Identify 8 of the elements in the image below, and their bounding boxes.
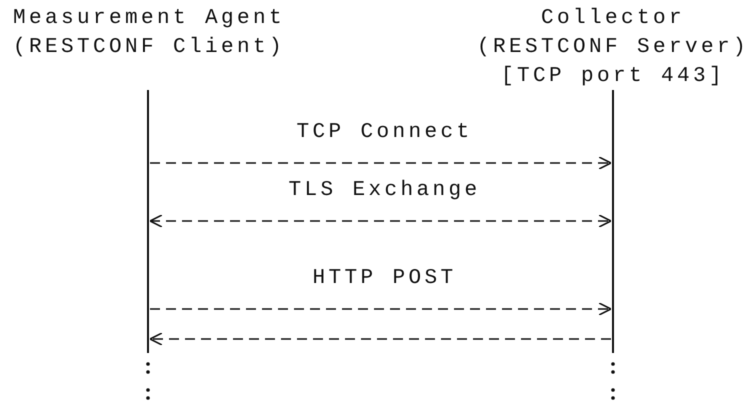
message-arrow [149, 214, 612, 228]
message-arrow [150, 302, 612, 316]
message-arrow [150, 156, 612, 170]
lifeline [147, 90, 149, 353]
message-arrow [149, 332, 611, 346]
participant-label: Collector (RESTCONF Server) [TCP port 443] [472, 4, 745, 91]
lifeline [612, 90, 614, 353]
participant-label: Measurement Agent (RESTCONF Client) [8, 4, 290, 62]
